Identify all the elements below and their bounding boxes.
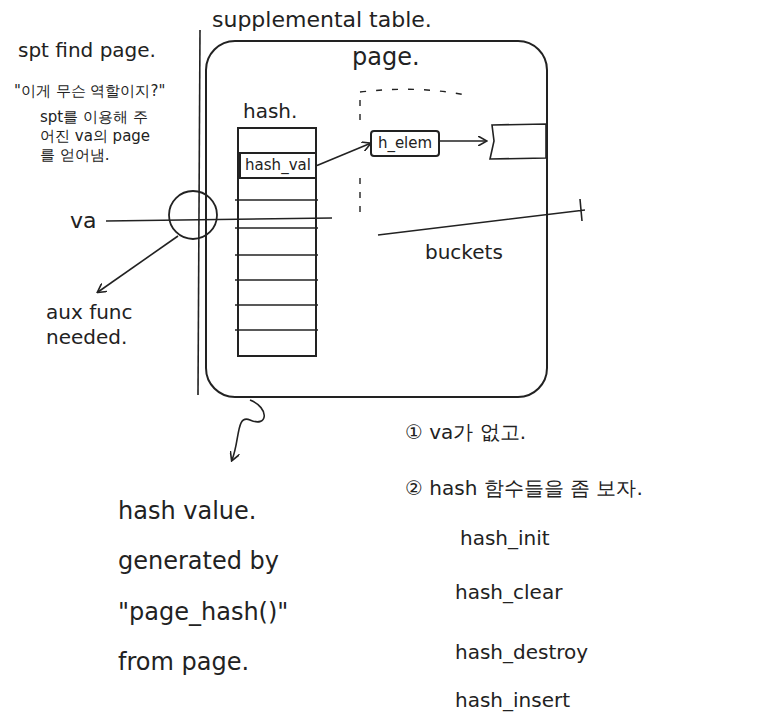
page-outline [359, 100, 360, 215]
hash-column: hash.hash_val [237, 127, 317, 357]
node-text: hash_val [245, 156, 311, 175]
bucket-box [490, 124, 546, 159]
pointer-arrow [440, 140, 486, 142]
function-name: hash_init [460, 526, 620, 551]
table-edge [198, 30, 200, 395]
hash-row: hash_val [239, 152, 317, 179]
va-label: va [70, 207, 110, 235]
function-name: hash_destroy [455, 640, 635, 665]
hash-value-note: hash value. generated by "page_hash()" f… [118, 486, 338, 688]
function-note: spt find page. [18, 38, 178, 63]
explain-note: spt를 이용해 주어진 va의 page를 얻어냄. [40, 108, 155, 164]
va-circle [169, 191, 217, 239]
element-box: h_elem [370, 130, 440, 157]
page-label: page. [352, 42, 442, 72]
buckets-label: buckets [425, 240, 535, 265]
callout-arrow [232, 400, 264, 460]
question-note: "이게 무슨 역할이지?" [14, 82, 194, 101]
buckets-line [378, 199, 585, 235]
pointer-arrow [317, 144, 370, 166]
page-outline [360, 89, 470, 96]
callout-arrow [98, 236, 178, 292]
node-heading: hash. [243, 99, 297, 124]
callout-note: aux func needed. [46, 300, 166, 350]
function-name: hash_clear [455, 580, 615, 605]
step-note: ① va가 없고. [405, 420, 665, 445]
step-note: ② hash 함수들을 좀 보자. [405, 476, 705, 501]
node-text: h_elem [378, 134, 432, 153]
function-name: hash_insert [455, 688, 635, 713]
node-heading: supplemental table. [212, 6, 432, 34]
va-line [106, 218, 332, 221]
table-region: supplemental table.hash.hash_valh_elem [205, 40, 548, 398]
